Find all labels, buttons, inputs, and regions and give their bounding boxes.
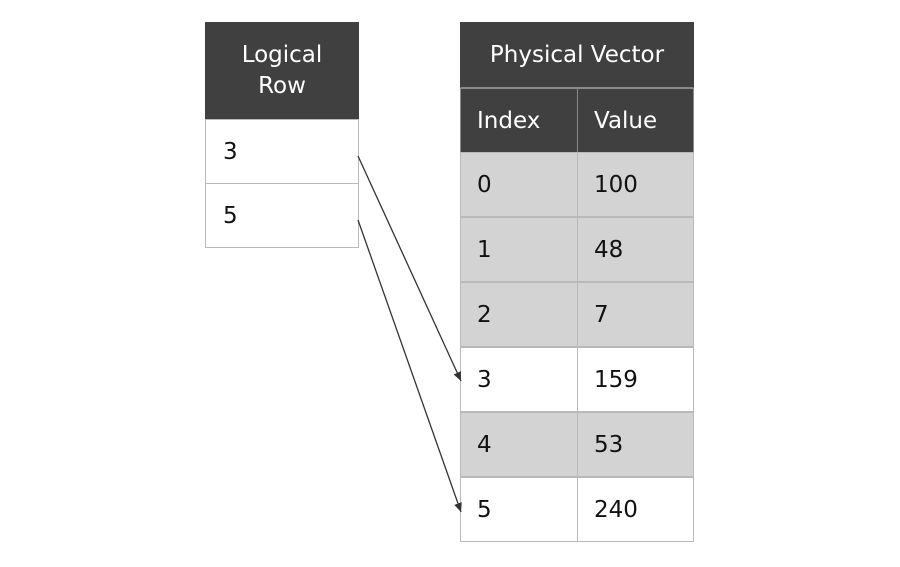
arrow-logical-3-to-index-3 [357, 155, 462, 382]
index-cell: 4 [460, 412, 578, 477]
logical-row-cell: 3 [205, 119, 359, 184]
index-cell: 2 [460, 282, 578, 347]
value-cell: 7 [577, 282, 694, 347]
physical-vector-column-header-row: Index Value [460, 88, 694, 153]
arrow-logical-5-to-index-5 [357, 219, 462, 513]
index-cell: 1 [460, 217, 578, 282]
logical-row-cell: 5 [205, 183, 359, 248]
index-cell: 3 [460, 347, 578, 412]
physical-vector-title: Physical Vector [460, 22, 694, 88]
index-cell: 0 [460, 152, 578, 217]
value-column-header: Value [577, 88, 694, 153]
value-cell: 240 [577, 477, 694, 542]
value-cell: 100 [577, 152, 694, 217]
index-column-header: Index [460, 88, 578, 153]
value-cell: 48 [577, 217, 694, 282]
index-cell: 5 [460, 477, 578, 542]
value-cell: 159 [577, 347, 694, 412]
value-cell: 53 [577, 412, 694, 477]
